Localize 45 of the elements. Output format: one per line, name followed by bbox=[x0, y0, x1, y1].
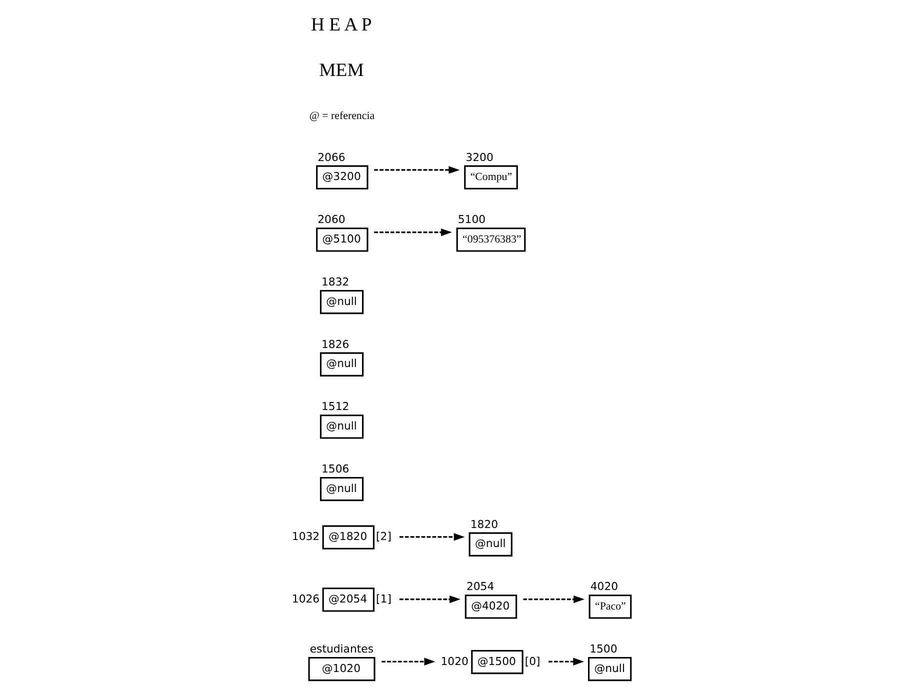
node-label: 1832 bbox=[321, 275, 349, 288]
node-label: 5100 bbox=[457, 213, 486, 226]
node-label: 1506 bbox=[321, 462, 349, 476]
node-label: 3200 bbox=[465, 150, 493, 164]
node-label: 4020 bbox=[590, 580, 618, 594]
label: H E A P bbox=[310, 14, 372, 36]
node-box: “095376383” bbox=[456, 228, 526, 252]
arrow bbox=[548, 658, 584, 666]
node-label: [2] bbox=[376, 530, 391, 544]
node-label: 2066 bbox=[317, 150, 345, 164]
arrow bbox=[374, 166, 460, 174]
node-box: @null bbox=[319, 290, 364, 314]
node-box: @null bbox=[319, 476, 364, 502]
node-box: @null bbox=[468, 532, 512, 556]
node-label: 1820 bbox=[470, 518, 498, 531]
arrow bbox=[522, 595, 584, 604]
node-box: @5100 bbox=[316, 228, 368, 252]
node-box: @null bbox=[319, 352, 364, 376]
arrow bbox=[399, 595, 460, 604]
node-label: [1] bbox=[376, 592, 391, 606]
node-box: @1500 bbox=[470, 650, 523, 674]
node-box: “Paco” bbox=[588, 594, 632, 619]
node-box: “Compu” bbox=[464, 165, 518, 190]
node-box: @null bbox=[319, 414, 364, 439]
node-label: [0] bbox=[524, 654, 540, 668]
node-label: estudiantes bbox=[309, 642, 374, 656]
node-label: 1026 bbox=[291, 592, 320, 606]
label: @ = referencia bbox=[308, 110, 374, 122]
node-label: 1020 bbox=[440, 654, 468, 668]
node-label: 1032 bbox=[291, 530, 320, 544]
arrow bbox=[399, 533, 464, 541]
node-box: @1020 bbox=[308, 656, 375, 682]
node-label: 2060 bbox=[317, 213, 345, 226]
arrow bbox=[381, 658, 435, 666]
node-box: @3200 bbox=[316, 165, 368, 190]
node-label: 1500 bbox=[589, 642, 617, 656]
node-label: 1826 bbox=[321, 338, 349, 351]
node-box: @1820 bbox=[322, 525, 374, 550]
node-box: @2054 bbox=[322, 588, 374, 612]
node-label: 2054 bbox=[466, 580, 494, 594]
node-box: @4020 bbox=[464, 594, 517, 619]
node-label: 1512 bbox=[321, 400, 349, 414]
arrow bbox=[374, 228, 452, 236]
node-box: @null bbox=[588, 656, 632, 682]
label: MEM bbox=[318, 60, 364, 81]
